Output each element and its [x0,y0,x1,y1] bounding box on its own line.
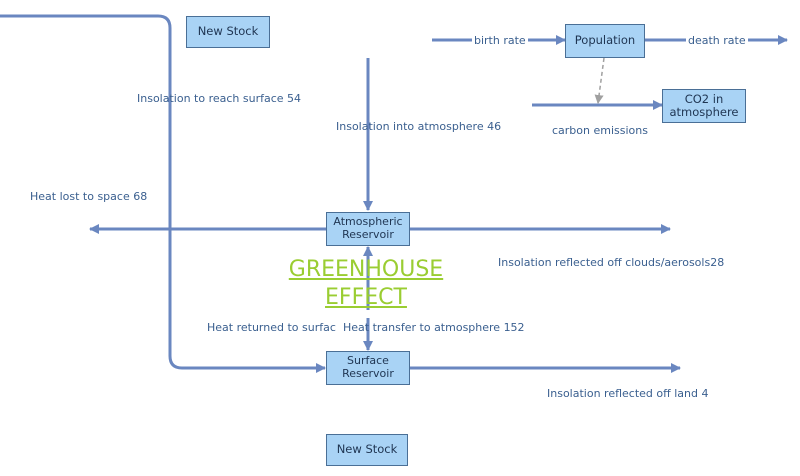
stock-atmospheric-reservoir[interactable]: Atmospheric Reservoir [326,212,410,246]
label-heat-returned-to-surface: Heat returned to surfac [207,321,336,334]
label-insolation-to-surface: Insolation to reach surface 54 [137,92,302,105]
label-reflected-off-land: Insolation reflected off land 4 [547,387,709,400]
link-population-to-emissions [594,57,605,104]
label-heat-transfer-to-atmosphere: Heat transfer to atmosphere 152 [343,321,525,334]
label-insolation-into-atmosphere: Insolation into atmosphere 46 [336,120,502,133]
label-carbon-emissions: carbon emissions [552,124,648,137]
greenhouse-effect-line1: GREENHOUSE [288,257,444,282]
stock-co2-in-atmosphere[interactable]: CO2 in atmosphere [662,89,746,123]
stock-population[interactable]: Population [565,24,645,58]
flow-insolation-to-surface [0,14,326,373]
greenhouse-effect-line2: EFFECT [325,285,407,310]
label-birth-rate: birth rate [472,34,528,47]
label-heat-lost-to-space: Heat lost to space 68 [30,190,148,203]
stock-new-stock-bottom[interactable]: New Stock [326,434,408,466]
label-reflected-off-clouds: Insolation reflected off clouds/aerosols… [498,256,725,269]
stock-new-stock-top[interactable]: New Stock [186,16,270,48]
stock-surface-reservoir[interactable]: Surface Reservoir [326,351,410,385]
label-death-rate: death rate [686,34,748,47]
